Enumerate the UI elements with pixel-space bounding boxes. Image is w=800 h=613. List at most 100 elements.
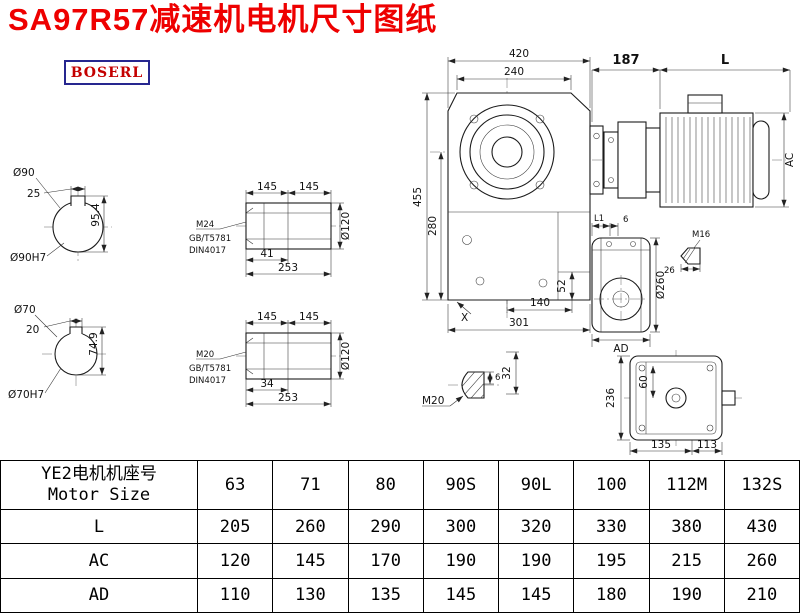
- header-motor-size-cell: YE2电机机座号 Motor Size: [0, 460, 198, 510]
- hollow-shaft-m24-body: [245, 202, 332, 250]
- terminal-box: [687, 94, 723, 114]
- cell-AC-4: 190: [497, 543, 575, 579]
- cell-AD-5: 180: [573, 577, 650, 613]
- fan-cover: [752, 120, 770, 200]
- shaft-view-90: 25 Ø90 95.4 Ø90H7: [10, 167, 112, 264]
- header-label-en: Motor Size: [47, 485, 151, 505]
- cell-AC-7: 260: [723, 543, 800, 579]
- label-thread-m24: M24: [196, 220, 214, 230]
- table-row-AD: AD 110 130 135 145 145 180 190 210: [0, 577, 800, 613]
- cell-AD-3: 145: [422, 577, 500, 613]
- table-row-AC: AC 120 145 170 190 190 195 215 260: [0, 543, 800, 579]
- dim-key-width-90: 25: [27, 188, 40, 200]
- cell-L-1: 260: [272, 508, 349, 545]
- page-title: SA97R57减速机电机尺寸图纸: [8, 2, 438, 37]
- label-x-mark: X: [461, 312, 468, 324]
- cell-AC-3: 190: [422, 543, 500, 579]
- table-row-L: L 205 260 290 300 320 330 380 430: [0, 508, 800, 545]
- cell-AD-7: 210: [723, 577, 800, 613]
- dim-6-plug: 6: [495, 373, 500, 383]
- dim-AD: AD: [613, 343, 628, 355]
- boserl-logo: BOSERL: [64, 60, 150, 85]
- cell-AC-0: 120: [196, 543, 274, 579]
- label-thread-m20: M20: [196, 350, 214, 360]
- hollow-shaft-m20-body: [245, 332, 332, 380]
- cell-L-5: 330: [573, 508, 650, 545]
- dim-135: 135: [651, 439, 671, 451]
- dim-dia-260: Ø260: [655, 271, 667, 299]
- dim-32: 32: [501, 366, 513, 379]
- logo-text: BOSERL: [70, 64, 144, 81]
- dim-145-b-bottom: 145: [299, 311, 319, 323]
- dim-AC: AC: [784, 153, 796, 167]
- gearbox-front-view: 420 240 455 280 52 140 X 301: [412, 48, 620, 333]
- dim-34: 34: [260, 378, 274, 390]
- dim-253-bottom: 253: [278, 392, 298, 404]
- dim-dia-70: Ø70: [14, 304, 36, 316]
- cell-AD-4: 145: [497, 577, 575, 613]
- label-std-gbt5781-bottom: GB/T5781: [189, 364, 231, 374]
- dim-bore-120-top: Ø120: [340, 212, 352, 240]
- plug-detail-m20: 6 32 M20: [422, 351, 519, 407]
- bolt-m16-glyph: [680, 247, 701, 265]
- label-std-din4017-top: DIN4017: [189, 246, 226, 256]
- row-label-L: L: [0, 508, 198, 545]
- header-size-63: 63: [196, 460, 274, 510]
- dim-113: 113: [697, 439, 717, 451]
- label-thread-m20-detail: M20: [422, 395, 444, 407]
- cell-L-2: 290: [347, 508, 424, 545]
- header-size-112m: 112M: [648, 460, 725, 510]
- dim-301: 301: [509, 317, 529, 329]
- rear-shaft-stub: [721, 390, 736, 406]
- gearbox-rear-view: 236 60 135 113: [605, 350, 744, 455]
- dim-420: 420: [509, 48, 529, 60]
- flange-circle: [459, 104, 555, 200]
- cell-L-0: 205: [196, 508, 274, 545]
- row-label-AD: AD: [0, 577, 198, 613]
- label-thread-m16: M16: [692, 230, 710, 240]
- cell-L-4: 320: [497, 508, 575, 545]
- dim-455: 455: [412, 187, 424, 207]
- keyway-70: [69, 326, 83, 334]
- dim-L1: L1: [594, 214, 604, 224]
- dim-41: 41: [260, 248, 273, 260]
- dim-240: 240: [504, 66, 524, 78]
- hollow-shaft-m24-view: 145 145 Ø120 M24 GB/T5781 DIN4017 41 253: [189, 181, 352, 277]
- label-std-din4017-bottom: DIN4017: [189, 376, 226, 386]
- dim-dia-90: Ø90: [13, 167, 35, 179]
- cell-AC-6: 215: [648, 543, 725, 579]
- header-size-132s: 132S: [723, 460, 800, 510]
- bore-circle: [491, 136, 523, 168]
- technical-drawing: 25 Ø90 95.4 Ø90H7 20 Ø70 74.9 Ø70H7: [8, 48, 796, 455]
- dim-bore-120-bottom: Ø120: [340, 342, 352, 370]
- cell-L-3: 300: [422, 508, 500, 545]
- dim-6-output: 6: [623, 215, 628, 225]
- table-header-row: YE2电机机座号 Motor Size 63 71 80 90S 90L 100…: [0, 460, 800, 510]
- dim-height-95-4: 95.4: [90, 203, 102, 227]
- dim-60: 60: [638, 375, 650, 388]
- header-size-80: 80: [347, 460, 424, 510]
- cell-AC-2: 170: [347, 543, 424, 579]
- label-std-gbt5781-top: GB/T5781: [189, 234, 231, 244]
- cell-AD-0: 110: [196, 577, 274, 613]
- cell-L-6: 380: [648, 508, 725, 545]
- dim-280: 280: [427, 216, 439, 236]
- header-label-cn: YE2电机机座号: [41, 463, 157, 484]
- cell-AD-1: 130: [272, 577, 349, 613]
- dim-bore-90h7: Ø90H7: [10, 252, 46, 264]
- motor-body: [659, 112, 754, 208]
- dim-187: 187: [612, 53, 639, 68]
- dim-145-a-top: 145: [257, 181, 277, 193]
- hollow-shaft-m20-view: 145 145 Ø120 M20 GB/T5781 DIN4017 34 253: [189, 311, 352, 407]
- dim-236: 236: [605, 388, 617, 408]
- gearbox-output-view: L1 6 M16 26 Ø260 AD: [591, 214, 710, 355]
- dim-height-74-9: 74.9: [88, 332, 100, 355]
- dim-145-a-bottom: 145: [257, 311, 277, 323]
- shaft-view-70: 20 Ø70 74.9 Ø70H7: [8, 304, 108, 401]
- rear-housing: [629, 355, 723, 441]
- dim-140: 140: [530, 297, 550, 309]
- header-size-100: 100: [573, 460, 650, 510]
- dim-26: 26: [664, 266, 675, 276]
- keyway-90: [70, 195, 86, 206]
